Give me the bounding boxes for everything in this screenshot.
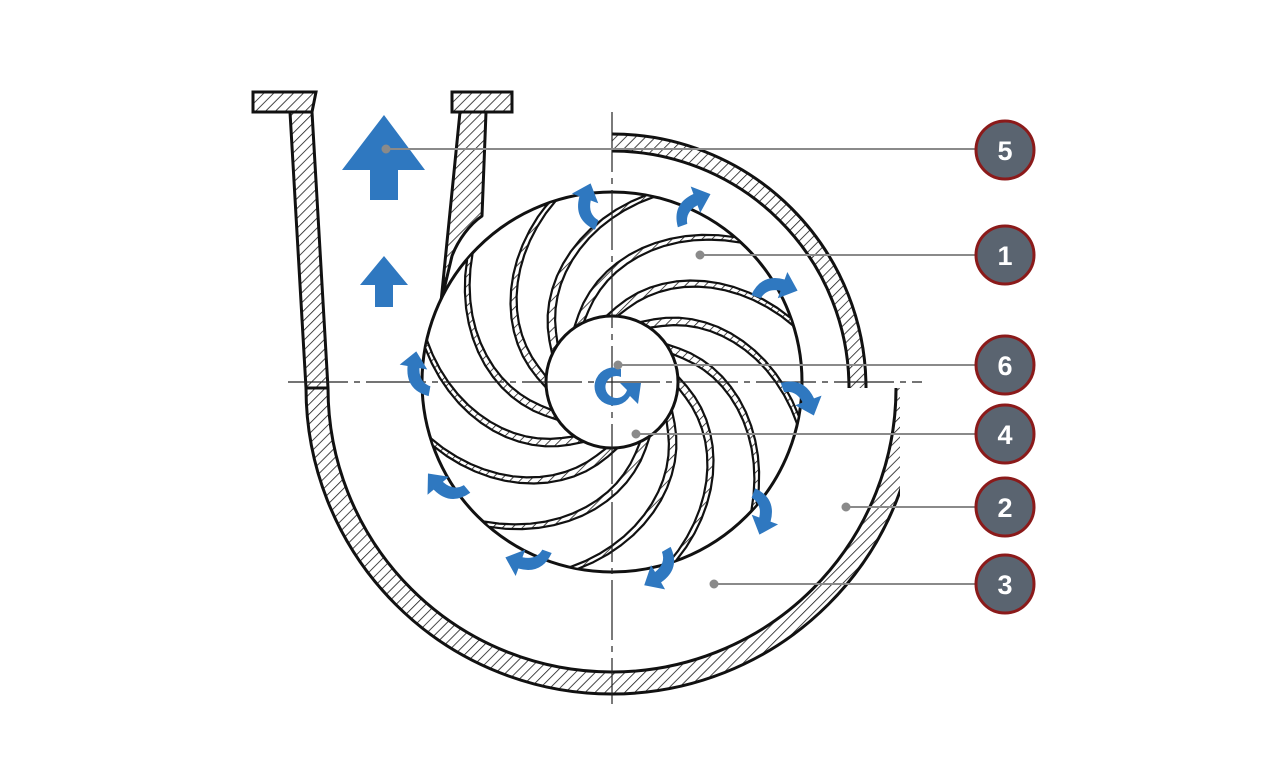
discharge-flow-arrow-small [360,256,408,307]
impeller-blade [666,375,715,565]
callout-1-label: 1 [997,241,1012,271]
flow-arrow [427,473,471,499]
callout-2-label: 2 [997,493,1012,523]
discharge-flange-left [251,90,318,114]
impeller-blade [481,435,651,531]
callout-5: 5 [974,119,1036,181]
discharge-flow-arrow-large [342,115,425,200]
discharge-flange-right [450,90,514,114]
flow-arrow [751,488,779,535]
flow-arrow [644,546,675,590]
callout-5-label: 5 [997,136,1012,166]
flow-arrow [676,186,711,228]
flow-arrow [399,351,431,397]
impeller-blade [424,338,585,448]
flow-arrow [751,271,798,299]
callout-1: 1 [974,224,1036,286]
impeller-blade [429,436,619,485]
impeller-blade [509,199,558,389]
flow-arrow [780,381,822,416]
volute-flow-arrows [399,183,822,590]
discharge-nozzle-right-wall-tongue [439,110,488,304]
callout-4-label: 4 [997,420,1012,450]
callout-4: 4 [974,403,1036,465]
discharge-nozzle-left-wall [288,110,330,390]
impeller-blade [568,409,678,570]
impeller-blade [665,343,761,513]
callout-3: 3 [974,553,1036,615]
impeller-blade [605,279,795,328]
callout-6: 6 [974,334,1036,396]
impeller-blade [573,233,743,329]
callout-3-label: 3 [997,570,1012,600]
impeller-blades [424,194,800,570]
flow-arrow [505,549,552,577]
leader-lines [381,144,976,589]
impeller-blade [546,194,656,355]
impeller-blade [463,251,559,421]
callout-2: 2 [974,476,1036,538]
callout-6-label: 6 [997,351,1012,381]
flow-arrow [571,183,599,230]
flow-arrows [342,115,641,406]
impeller-blade [639,316,800,426]
rotation-arrow-icon [594,367,641,406]
